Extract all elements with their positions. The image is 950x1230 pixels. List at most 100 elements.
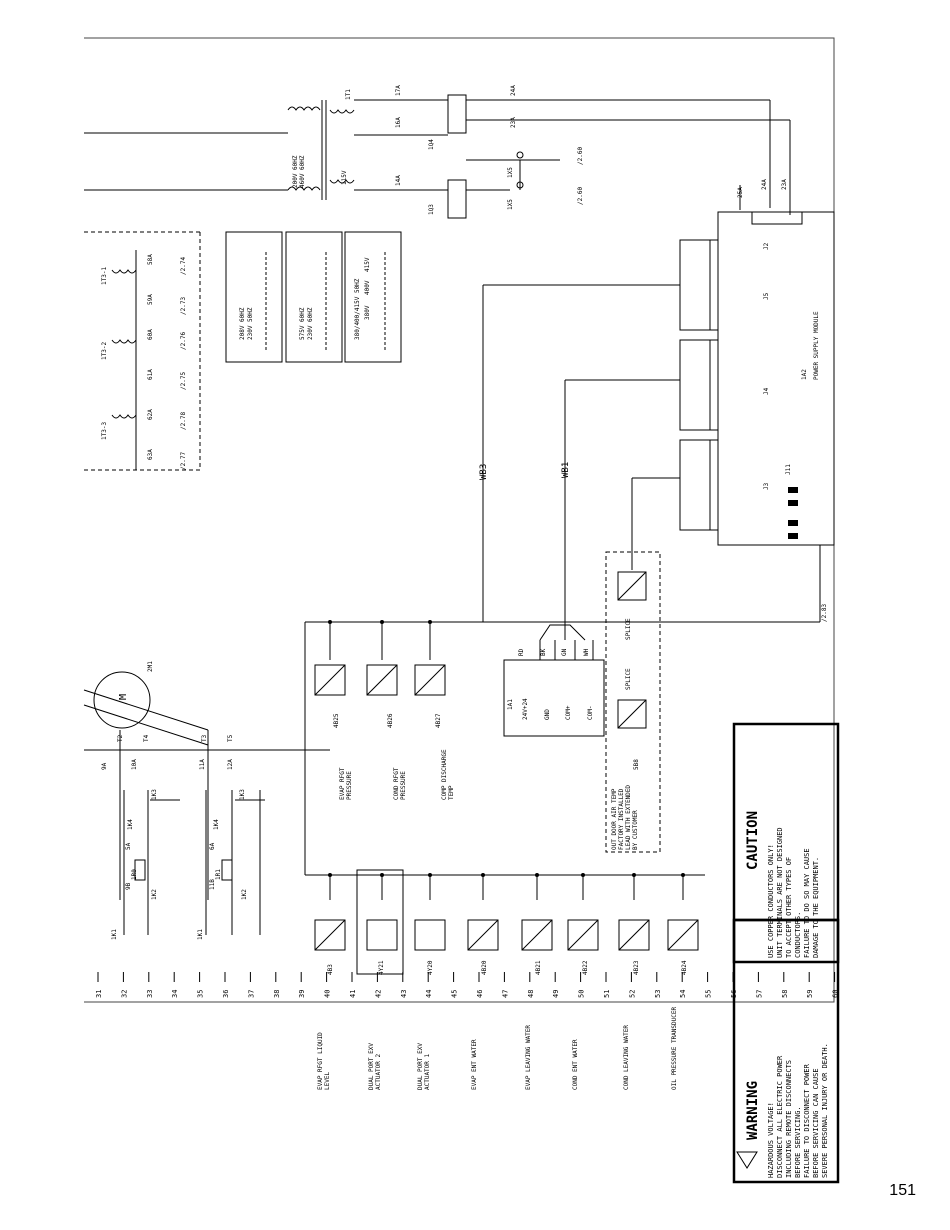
lower-sensor-boxes (314, 919, 699, 951)
ruler-tick-label: 60 (832, 990, 840, 998)
warning-line: FAILURE TO DISCONNECT POWER (803, 1063, 811, 1178)
ct-tag: 1T3-2 (101, 342, 108, 360)
motor-tag: 2M1 (147, 661, 154, 672)
secondary-voltage-label: 115V (341, 170, 348, 185)
module-1a1 (503, 624, 605, 737)
psm-label: POWER SUPPLY MODULE (813, 311, 820, 380)
ct-ref-2: /2.75 (180, 372, 187, 390)
ruler-tick-label: 54 (679, 990, 687, 998)
motor-terminal: T3 (201, 734, 208, 742)
primary-transformer-tag: 1T1 (345, 89, 352, 100)
ct-tag: 1T3-3 (101, 422, 108, 440)
psm-j11: J11 (785, 464, 792, 475)
wire-5a: 5A (125, 842, 132, 850)
sensor-label: EVAP ENT WATER (471, 1039, 478, 1090)
module-1a1-tag: 1A1 (507, 699, 514, 710)
sensor-label: COND ENT WATER (572, 1039, 579, 1090)
wire-6a: 6A (209, 842, 216, 850)
ruler-tick-label: 36 (222, 990, 230, 998)
ct-ref-1: /2.76 (180, 332, 187, 350)
junction-dot (328, 873, 332, 877)
wire-9a: 9A (101, 762, 108, 770)
psm-j3: J3 (763, 482, 770, 490)
sensor-label-2: LEVEL (324, 1072, 331, 1090)
ct-wire-2: 59A (147, 294, 154, 305)
junction-dot (581, 873, 585, 877)
upper-sensor-tag: 4B26 (387, 713, 394, 728)
sensor-tag: 4B24 (681, 960, 688, 975)
ruler-tick-label: 48 (527, 990, 535, 998)
j11-jumpers (788, 487, 798, 539)
module-1a1-wire-color: BK (540, 648, 547, 656)
ruler-tick-label: 55 (705, 990, 713, 998)
junction-dot (481, 873, 485, 877)
wire-25a: 25A (737, 187, 744, 198)
ct-wire-1: 62A (147, 409, 154, 420)
ruler-tick-label: 57 (755, 990, 763, 998)
upper-sensor-label: COMP DISCHARGE (441, 749, 448, 800)
fuse-1q4-label: 1Q4 (428, 139, 435, 150)
ruler-tick-label: 47 (501, 990, 509, 998)
upper-sensor-boxes (314, 664, 446, 696)
wire-wb1: WB1 (561, 462, 571, 478)
wire-11b: 11B (209, 879, 216, 890)
compressor-motor (83, 671, 330, 900)
ruler-tick-label: 52 (628, 990, 636, 998)
current-transformers (84, 231, 201, 471)
tap-t3-v1: 380V (364, 305, 371, 320)
ruler-tick-label: 41 (349, 990, 357, 998)
ct-ref-2: /2.73 (180, 297, 187, 315)
ruler-tick-label: 32 (120, 990, 128, 998)
ct-ref-1: /2.74 (180, 257, 187, 275)
sensor-label-2: ACTUATOR 1 (424, 1053, 431, 1090)
ruler-tick-label: 42 (374, 990, 382, 998)
contactor-1k1-a: 1K1 (111, 929, 118, 940)
junction-dot (428, 620, 432, 624)
ruler-tick-label: 38 (273, 990, 281, 998)
psm-j5: J5 (763, 292, 770, 300)
contactor-1k4-b: 1K4 (213, 819, 220, 830)
wire-12a: 12A (227, 759, 234, 770)
ruler-tick-label: 46 (476, 990, 484, 998)
wire-24a-right: 24A (761, 179, 768, 190)
junction-dot (328, 620, 332, 624)
ruler-tick-label: 37 (247, 990, 255, 998)
sensor-label-2: ACTUATOR 2 (375, 1053, 382, 1090)
ct-labels: 1T3-158A59A/2.74/2.731T3-260A61A/2.76/2.… (101, 254, 187, 470)
tap-t3-v2: 400V (364, 280, 371, 295)
junction-dot (428, 873, 432, 877)
ct-wire-2: 63A (147, 449, 154, 460)
ruler-tick-label: 44 (425, 990, 433, 998)
top-power-section (84, 94, 791, 219)
resistor-1r1: 1R1 (215, 869, 222, 880)
psm-j2: J2 (763, 242, 770, 250)
warning-title: WARNING (745, 1081, 761, 1140)
upper-sensor-label-2: PRESSURE (346, 771, 353, 800)
caution-line: TO ACCEPT OTHER TYPES OF (785, 857, 793, 958)
contactor-1k2-a: 1K2 (151, 889, 158, 900)
terminal-1x5-b: 1X5 (507, 199, 514, 210)
ruler-tick-label: 31 (95, 990, 103, 998)
sensor-tag: 4B23 (633, 960, 640, 975)
ref-2-60-b: /2.60 (577, 187, 584, 205)
ruler-tick-label: 33 (146, 990, 154, 998)
ruler-tick-label: 53 (654, 990, 662, 998)
contactor-1k1-b: 1K1 (197, 929, 204, 940)
upper-sensor-tag: 4B25 (333, 713, 340, 728)
sensor-label: DUAL PORT EXV (368, 1043, 375, 1090)
sensor-bus (304, 284, 821, 975)
splice-2: SPLICE (625, 668, 632, 690)
module-1a1-wire-color: RD (518, 648, 525, 656)
ruler-tick-label: 49 (552, 990, 560, 998)
upper-sensor-tag: 4B27 (435, 713, 442, 728)
psm-j4: J4 (763, 387, 770, 395)
contactor-1k2-b: 1K2 (241, 889, 248, 900)
power-supply-module (679, 211, 835, 546)
